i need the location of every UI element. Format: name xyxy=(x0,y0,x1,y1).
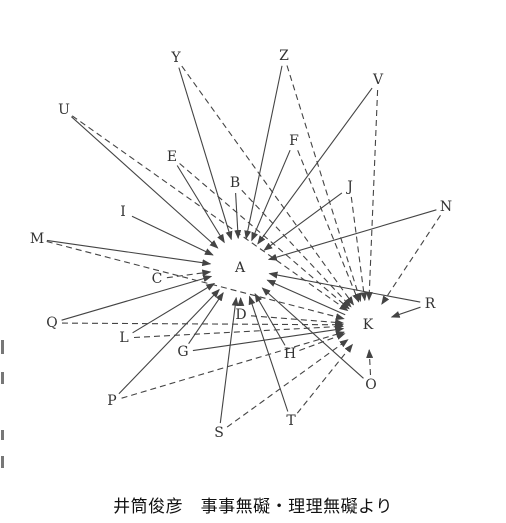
node-label-m: M xyxy=(30,231,44,247)
node-label-a: A xyxy=(234,260,246,276)
left-edge-mark xyxy=(1,340,4,354)
node-label-z: Z xyxy=(279,48,289,64)
edge-h-k xyxy=(299,333,346,352)
left-edge-mark xyxy=(1,372,4,384)
edge-v-a xyxy=(257,87,373,245)
edge-t-k xyxy=(296,343,354,414)
edge-c-a xyxy=(166,269,212,279)
edge-n-k xyxy=(381,214,441,305)
node-label-u: U xyxy=(58,102,70,118)
figure-caption: 井筒俊彦 事事無礙・理理無礙より xyxy=(113,497,393,517)
edge-u-k xyxy=(71,115,349,312)
edge-l-a xyxy=(132,282,216,334)
node-label-g: G xyxy=(177,344,188,360)
edge-z-k xyxy=(286,65,362,303)
edge-u-a xyxy=(71,116,219,249)
edge-s-k xyxy=(226,339,349,428)
edge-j-a xyxy=(263,192,343,251)
edge-r-k xyxy=(390,306,421,318)
edges-layer xyxy=(46,65,441,428)
edge-y-a xyxy=(178,67,233,241)
node-label-d: D xyxy=(235,307,246,323)
edge-z-a xyxy=(244,65,283,240)
edge-s-a xyxy=(219,296,239,424)
edge-y-k xyxy=(181,65,354,306)
edge-o-a xyxy=(261,287,364,379)
node-label-t: T xyxy=(286,413,296,429)
edge-j-k xyxy=(350,196,368,302)
edge-e-a xyxy=(176,165,225,244)
node-label-h: H xyxy=(284,346,296,362)
edge-m-k xyxy=(46,240,345,321)
edge-f-a xyxy=(251,149,291,242)
node-label-p: P xyxy=(107,393,116,409)
node-label-j: J xyxy=(345,179,353,195)
edge-g-k xyxy=(192,326,345,352)
edge-k-a xyxy=(266,279,346,316)
edge-p-k xyxy=(121,331,345,399)
edge-v-k xyxy=(365,89,379,301)
edge-i-a xyxy=(131,215,214,256)
edge-p-a xyxy=(118,288,220,395)
edge-q-a xyxy=(61,275,213,321)
node-label-y: Y xyxy=(170,50,181,66)
edge-b-a xyxy=(234,192,242,240)
node-label-k: K xyxy=(363,317,374,333)
left-edge-mark xyxy=(1,430,4,440)
left-edge-mark xyxy=(1,456,4,468)
node-label-s: S xyxy=(214,425,224,441)
edge-g-a xyxy=(188,291,224,345)
edge-m-a xyxy=(46,239,212,267)
edge-f-k xyxy=(297,150,360,303)
node-label-q: Q xyxy=(46,315,57,331)
node-label-c: C xyxy=(152,271,163,287)
node-label-n: N xyxy=(440,199,452,215)
edge-o-k xyxy=(366,349,374,376)
edge-n-a xyxy=(267,209,437,261)
node-label-i: I xyxy=(120,204,126,220)
node-label-l: L xyxy=(119,330,128,346)
node-label-b: B xyxy=(230,175,240,191)
node-label-e: E xyxy=(167,149,177,165)
edge-r-a xyxy=(268,271,421,303)
edge-t-a xyxy=(248,295,289,412)
node-label-r: R xyxy=(425,296,436,312)
edge-e-k xyxy=(179,163,350,310)
edge-h-a xyxy=(254,293,286,346)
node-label-f: F xyxy=(289,133,299,149)
labels-layer: A K Y Z U V E F B J I N M C R Q L D G H P O S T xyxy=(30,48,452,441)
edge-b-k xyxy=(241,189,352,308)
node-label-o: O xyxy=(365,377,376,393)
node-label-v: V xyxy=(372,72,384,88)
edge-d-k xyxy=(250,315,345,326)
